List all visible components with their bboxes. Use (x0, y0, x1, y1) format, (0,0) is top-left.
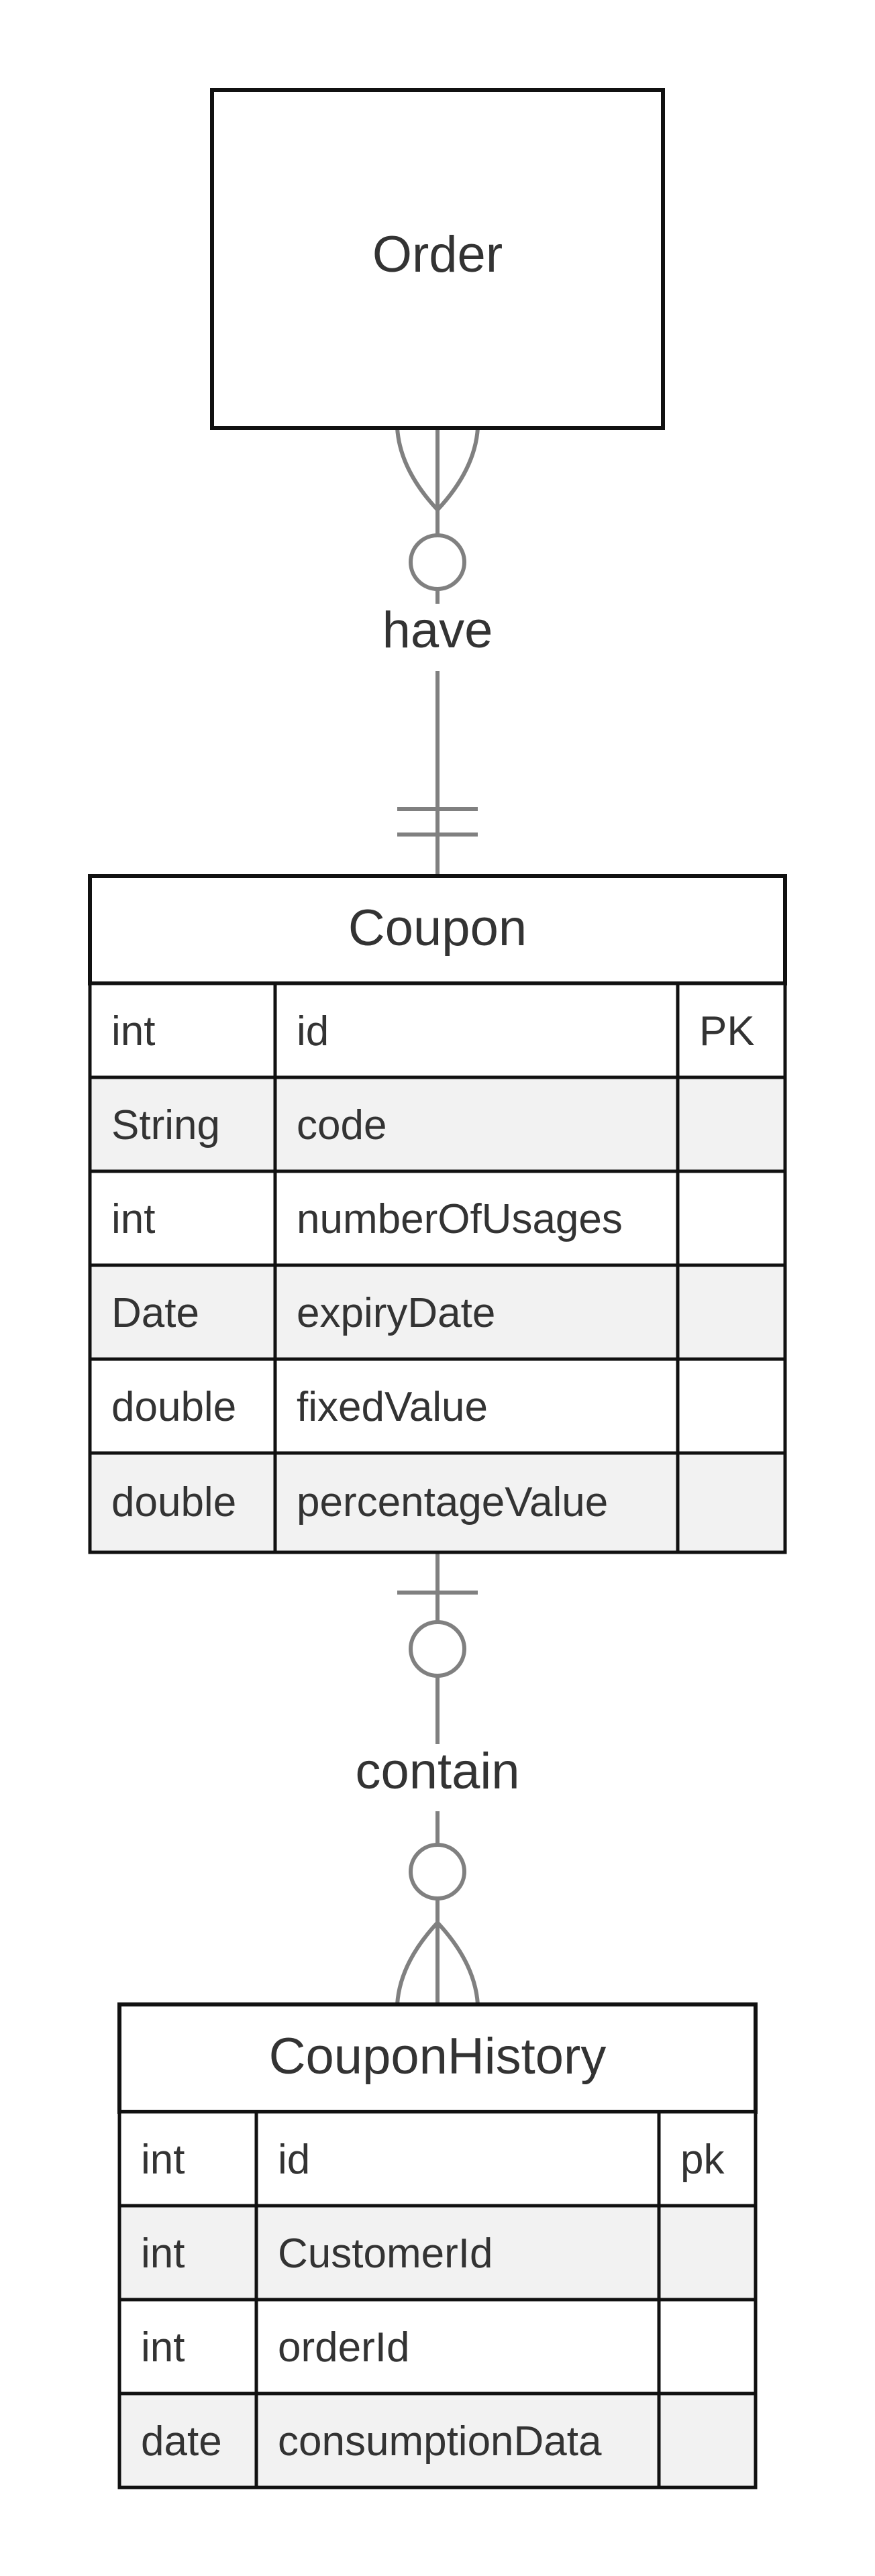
entity-order[interactable]: Order (210, 88, 665, 430)
entity-title: CouponHistory (269, 2028, 607, 2085)
attribute-name: id (278, 2137, 310, 2183)
relationship-coupon-history: contain (344, 1552, 531, 2005)
attribute-row: String code (88, 1075, 787, 1173)
attribute-row: Date expiryDate (88, 1263, 787, 1361)
crows-foot-icon (395, 427, 480, 513)
attribute-key: PK (699, 1008, 755, 1055)
entity-title: Order (372, 226, 503, 283)
relationship-label: contain (355, 1743, 519, 1800)
attribute-name: code (297, 1102, 387, 1148)
entity-box (210, 88, 665, 430)
zero-circle-icon (409, 533, 466, 591)
crows-foot-icon (395, 1919, 480, 2005)
zero-circle-icon (409, 1620, 466, 1678)
attribute-name: consumptionData (278, 2418, 602, 2465)
entity-coupon-history[interactable]: CouponHistory int id pk int CustomerId i… (117, 2002, 758, 2489)
attribute-row: int numberOfUsages (88, 1169, 787, 1267)
attribute-type: int (111, 1008, 155, 1055)
relationship-order-coupon: have (376, 427, 499, 876)
attribute-type: int (141, 2231, 185, 2277)
entity-coupon[interactable]: Coupon int id PK String code int numberO… (88, 874, 787, 1554)
attribute-name: id (297, 1008, 329, 1055)
attribute-name: expiryDate (297, 1290, 495, 1336)
attribute-row: date consumptionData (117, 2392, 758, 2489)
attribute-name: orderId (278, 2324, 409, 2371)
attribute-name: percentageValue (297, 1479, 608, 1525)
attribute-row: double fixedValue (88, 1357, 787, 1455)
attribute-type: String (111, 1102, 220, 1148)
attribute-row: int id pk (117, 2110, 758, 2208)
attribute-key: pk (680, 2137, 725, 2183)
attribute-row: int CustomerId (117, 2204, 758, 2302)
attribute-name: numberOfUsages (297, 1196, 623, 1242)
attribute-type: double (111, 1384, 236, 1430)
attribute-type: int (141, 2137, 185, 2183)
attribute-type: int (141, 2324, 185, 2371)
label-background (376, 604, 499, 671)
attribute-row: int orderId (117, 2298, 758, 2396)
attribute-type: int (111, 1196, 155, 1242)
attribute-row: int id PK (88, 981, 787, 1079)
label-background (344, 1744, 531, 1811)
zero-circle-icon (409, 1843, 466, 1900)
entity-header (117, 2002, 758, 2114)
attribute-row: double percentageValue (88, 1451, 787, 1554)
attribute-type: double (111, 1479, 236, 1525)
attribute-name: fixedValue (297, 1384, 488, 1430)
relationship-label: have (382, 602, 493, 659)
attribute-type: date (141, 2418, 222, 2465)
entity-title: Coupon (348, 900, 527, 957)
attribute-name: CustomerId (278, 2231, 493, 2277)
attribute-type: Date (111, 1290, 199, 1336)
